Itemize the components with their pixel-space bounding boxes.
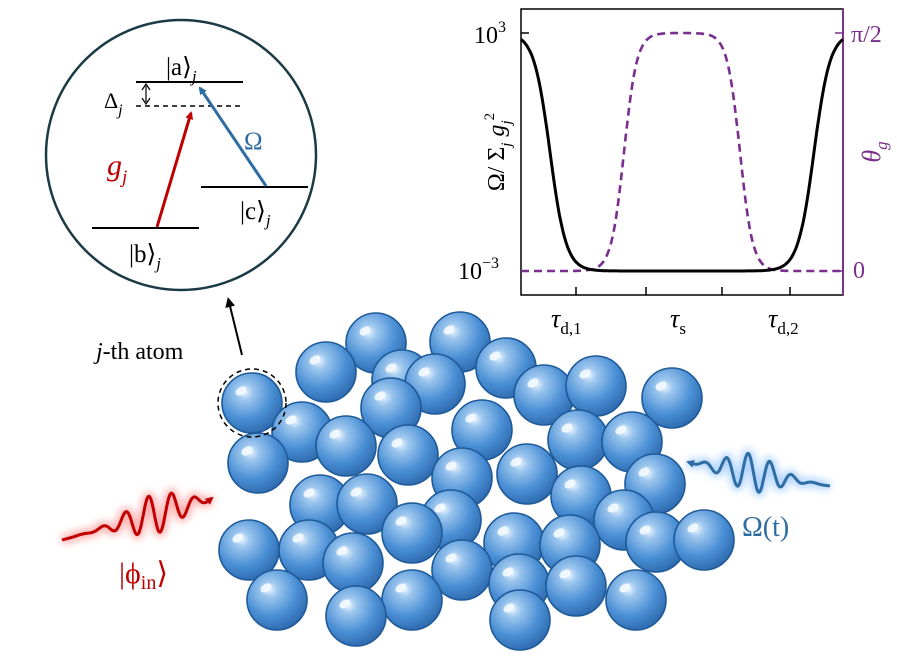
atom: [673, 509, 735, 571]
atom: [381, 502, 443, 564]
atom-highlight: [285, 415, 297, 425]
svg-text:θg: θg: [857, 141, 891, 162]
atom: [641, 367, 703, 429]
atom-highlight: [391, 438, 403, 448]
detuning-arrowhead-down: [141, 97, 151, 106]
atom: [496, 443, 558, 505]
atom-highlight: [553, 528, 565, 538]
input-state-label: |ϕin⟩: [119, 557, 168, 594]
highlighted-atom-ring: [217, 368, 287, 438]
input-photon-wave: [61, 491, 214, 542]
atom-highlight: [359, 326, 371, 336]
atom-highlight: [503, 603, 515, 613]
xtick-tau-d2: τd,2: [768, 304, 799, 338]
atom: [322, 532, 384, 594]
atom-highlight: [564, 479, 576, 489]
atom-highlight: [418, 367, 430, 377]
atom-highlight: [497, 526, 509, 536]
atom-highlight: [292, 533, 304, 543]
atom-highlight: [619, 583, 631, 593]
control-transition-arrow: [198, 86, 268, 187]
atom-highlight: [350, 487, 362, 497]
coupling-transition-arrow: [155, 111, 194, 228]
atom: [377, 424, 439, 486]
atom: [246, 569, 308, 631]
atom-highlight: [443, 325, 455, 335]
atom: [381, 569, 443, 631]
atom-caption: j-th atom: [93, 339, 184, 365]
atom-highlight: [385, 363, 397, 373]
atom: [545, 555, 607, 617]
atom-highlight: [445, 553, 457, 563]
atom-highlight: [465, 413, 477, 423]
ylabel-left: Ω/ Σj gj2: [482, 113, 515, 191]
detuning-label: Δj: [104, 88, 123, 119]
atom-highlight: [559, 569, 571, 579]
control-field-wave: [686, 452, 831, 494]
atom: [325, 585, 387, 647]
xtick-tau-s: τs: [670, 304, 686, 338]
atom-highlight: [232, 533, 244, 543]
control-field-wavepacket: [686, 449, 831, 498]
atom-highlight: [434, 503, 446, 513]
mixing-angle-curve: [521, 31, 843, 273]
atom: [565, 355, 627, 417]
atom-highlight: [241, 446, 253, 456]
atom-highlight: [502, 567, 514, 577]
atom-highlight: [510, 457, 522, 467]
svg-text:Ω/ Σj gj2: Ω/ Σj gj2: [482, 113, 515, 191]
atom-highlight: [489, 351, 501, 361]
atom-highlight: [374, 391, 386, 401]
atom: [295, 341, 357, 403]
level-a-label: |a⟩j: [166, 54, 197, 86]
pulse-sequence-chart: 103 10−3 π/2 0 Ω/ Σj gj2 θg τd,1 τs τd,2: [458, 8, 891, 338]
atom: [315, 415, 377, 477]
ytick-left-bottom: 10−3: [458, 255, 499, 285]
atom-highlight: [395, 583, 407, 593]
atom-highlight: [336, 546, 348, 556]
detuning-arrowhead-up: [141, 82, 151, 91]
atom-highlight: [445, 461, 457, 471]
atom-highlight: [235, 386, 247, 396]
atom-highlight: [655, 381, 667, 391]
atom-highlight: [638, 467, 650, 477]
atom-level-diagram: |a⟩j Δj gj Ω |b⟩j |c⟩j: [44, 18, 318, 292]
control-field-curve: [520, 38, 844, 273]
zoom-pointer-arrow: [225, 297, 243, 356]
atom-highlight: [527, 378, 539, 388]
atom: [605, 569, 667, 631]
ytick-right-bottom: 0: [853, 258, 865, 284]
atom-highlight: [561, 423, 573, 433]
atom-highlight: [639, 525, 651, 535]
ytick-right-top: π/2: [851, 22, 882, 48]
atom-highlight: [607, 503, 619, 513]
atom: [227, 432, 289, 494]
zoom-circle: [44, 18, 318, 292]
atom: [336, 473, 398, 535]
atom: [489, 589, 551, 651]
atom-highlight: [395, 516, 407, 526]
input-photon-wavepacket: [60, 488, 215, 545]
ytick-left-top: 103: [474, 19, 506, 49]
level-c-label: |c⟩j: [240, 198, 271, 230]
chart-frame: [520, 8, 844, 296]
control-label: Ω: [244, 128, 263, 155]
level-b-label: |b⟩j: [129, 241, 161, 273]
atom-highlight: [687, 523, 699, 533]
atom-highlight: [329, 429, 341, 439]
control-field-label: Ω(t): [742, 512, 789, 543]
atom-highlight: [339, 599, 351, 609]
atom-highlight: [579, 369, 591, 379]
atom-highlight: [309, 355, 321, 365]
xtick-tau-d1: τd,1: [551, 304, 582, 338]
atom-highlight: [303, 488, 315, 498]
atom-ensemble: [218, 311, 735, 651]
atom-highlight: [615, 425, 627, 435]
atom-highlight: [260, 583, 272, 593]
coupling-label: gj: [107, 149, 127, 188]
atom: [547, 409, 609, 471]
ylabel-right: θg: [857, 141, 891, 162]
